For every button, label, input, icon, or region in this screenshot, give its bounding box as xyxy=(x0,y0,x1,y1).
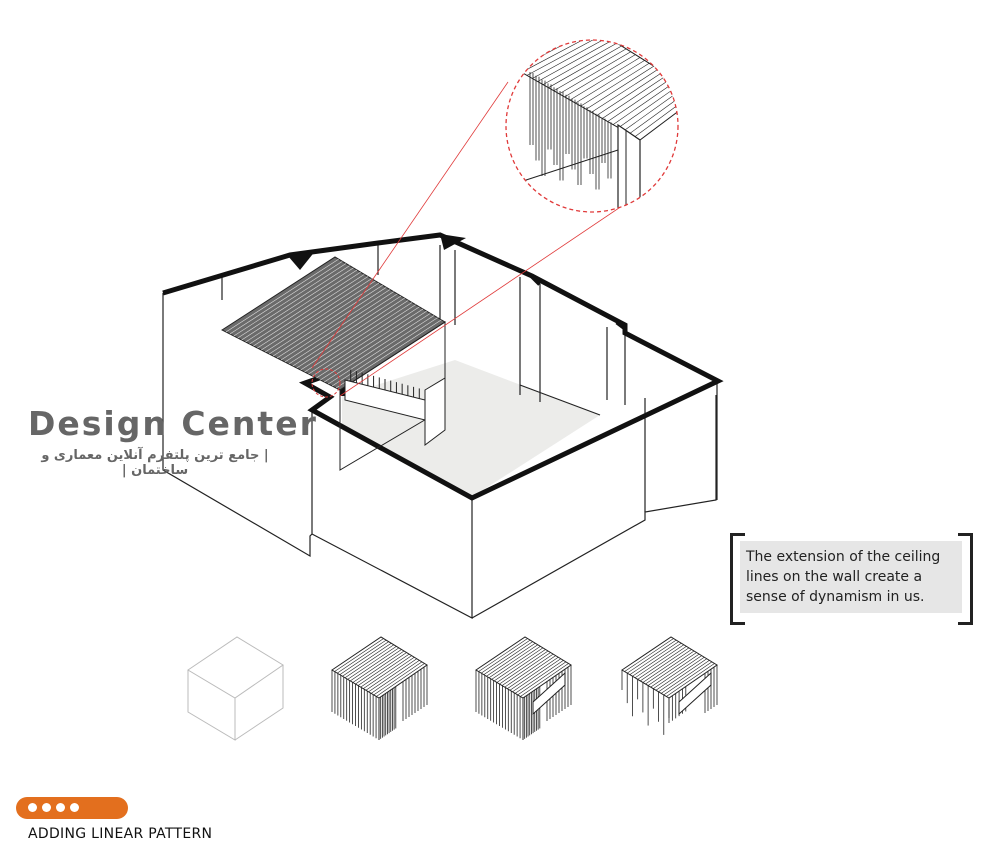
stage-4 xyxy=(621,636,718,735)
room-floor xyxy=(342,360,600,497)
slatted-canopy xyxy=(220,256,446,471)
step-indicator xyxy=(16,797,128,819)
note-bracket-left xyxy=(730,533,745,625)
note-text: The extension of the ceiling lines on th… xyxy=(740,541,962,613)
step-dot xyxy=(70,803,79,812)
room-top-outline xyxy=(162,232,724,501)
process-stages xyxy=(187,636,718,741)
step-dot xyxy=(56,803,65,812)
stage-2 xyxy=(331,636,428,740)
watermark-title: Design Center xyxy=(28,404,318,443)
stage-1 xyxy=(187,636,284,741)
step-caption: ADDING LINEAR PATTERN xyxy=(28,826,213,842)
stage-3 xyxy=(475,636,572,740)
callout-small-circle xyxy=(311,368,341,398)
note-bracket-right xyxy=(958,533,973,625)
magnified-detail xyxy=(506,40,678,212)
step-dot xyxy=(28,803,37,812)
step-dot xyxy=(42,803,51,812)
watermark-subtitle: | جامع ترین پلتفرم آنلاین معماری و ساختم… xyxy=(41,448,269,478)
column-wedge-right xyxy=(440,234,466,250)
detail-callout xyxy=(311,81,657,398)
callout-large-circle xyxy=(505,39,679,213)
column-wedge-left xyxy=(288,250,316,270)
